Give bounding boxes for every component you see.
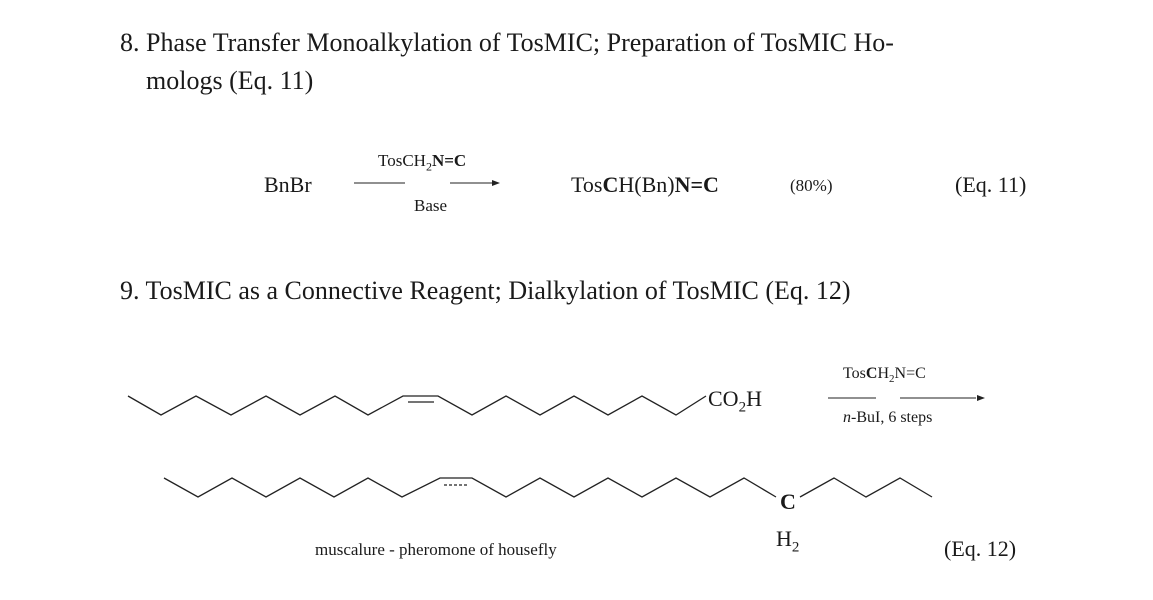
section-8-heading: 8. Phase Transfer Monoalkylation of TosM… (120, 26, 894, 60)
section-8-line1: 8. Phase Transfer Monoalkylation of TosM… (120, 28, 894, 57)
eq12-label: (Eq. 12) (944, 536, 1017, 561)
eq11-yield: (80%) (790, 176, 833, 195)
eq12-reagent-below: n-BuI, 6 steps (843, 409, 933, 426)
acid-group: CO2H (708, 386, 762, 416)
eq11-reactant: BnBr (264, 172, 312, 197)
oleic-acid-chain (127, 395, 707, 416)
muscalure-caption: muscalure - pheromone of housefly (315, 540, 557, 559)
section-8-line2: mologs (Eq. 11) (146, 66, 314, 95)
muscalure-chain-right (799, 477, 933, 498)
muscalure-h2: H2 (776, 526, 800, 556)
muscalure-carbon: C (780, 489, 796, 514)
section-8-heading-cont: mologs (Eq. 11) (146, 64, 313, 98)
eq12-reagent-above: TosCH2N=C (843, 365, 926, 386)
eq11-product: TosCH(Bn)N=C (571, 172, 719, 197)
section-9-line1: 9. TosMIC as a Connective Reagent; Dialk… (120, 276, 851, 305)
eq11-reagent-above: TosCH2N=C (378, 151, 467, 174)
eq11-reagent-below: Base (414, 196, 448, 215)
section-9-heading: 9. TosMIC as a Connective Reagent; Dialk… (120, 274, 851, 308)
muscalure-chain-left (163, 477, 777, 498)
eq11-label: (Eq. 11) (955, 172, 1027, 197)
